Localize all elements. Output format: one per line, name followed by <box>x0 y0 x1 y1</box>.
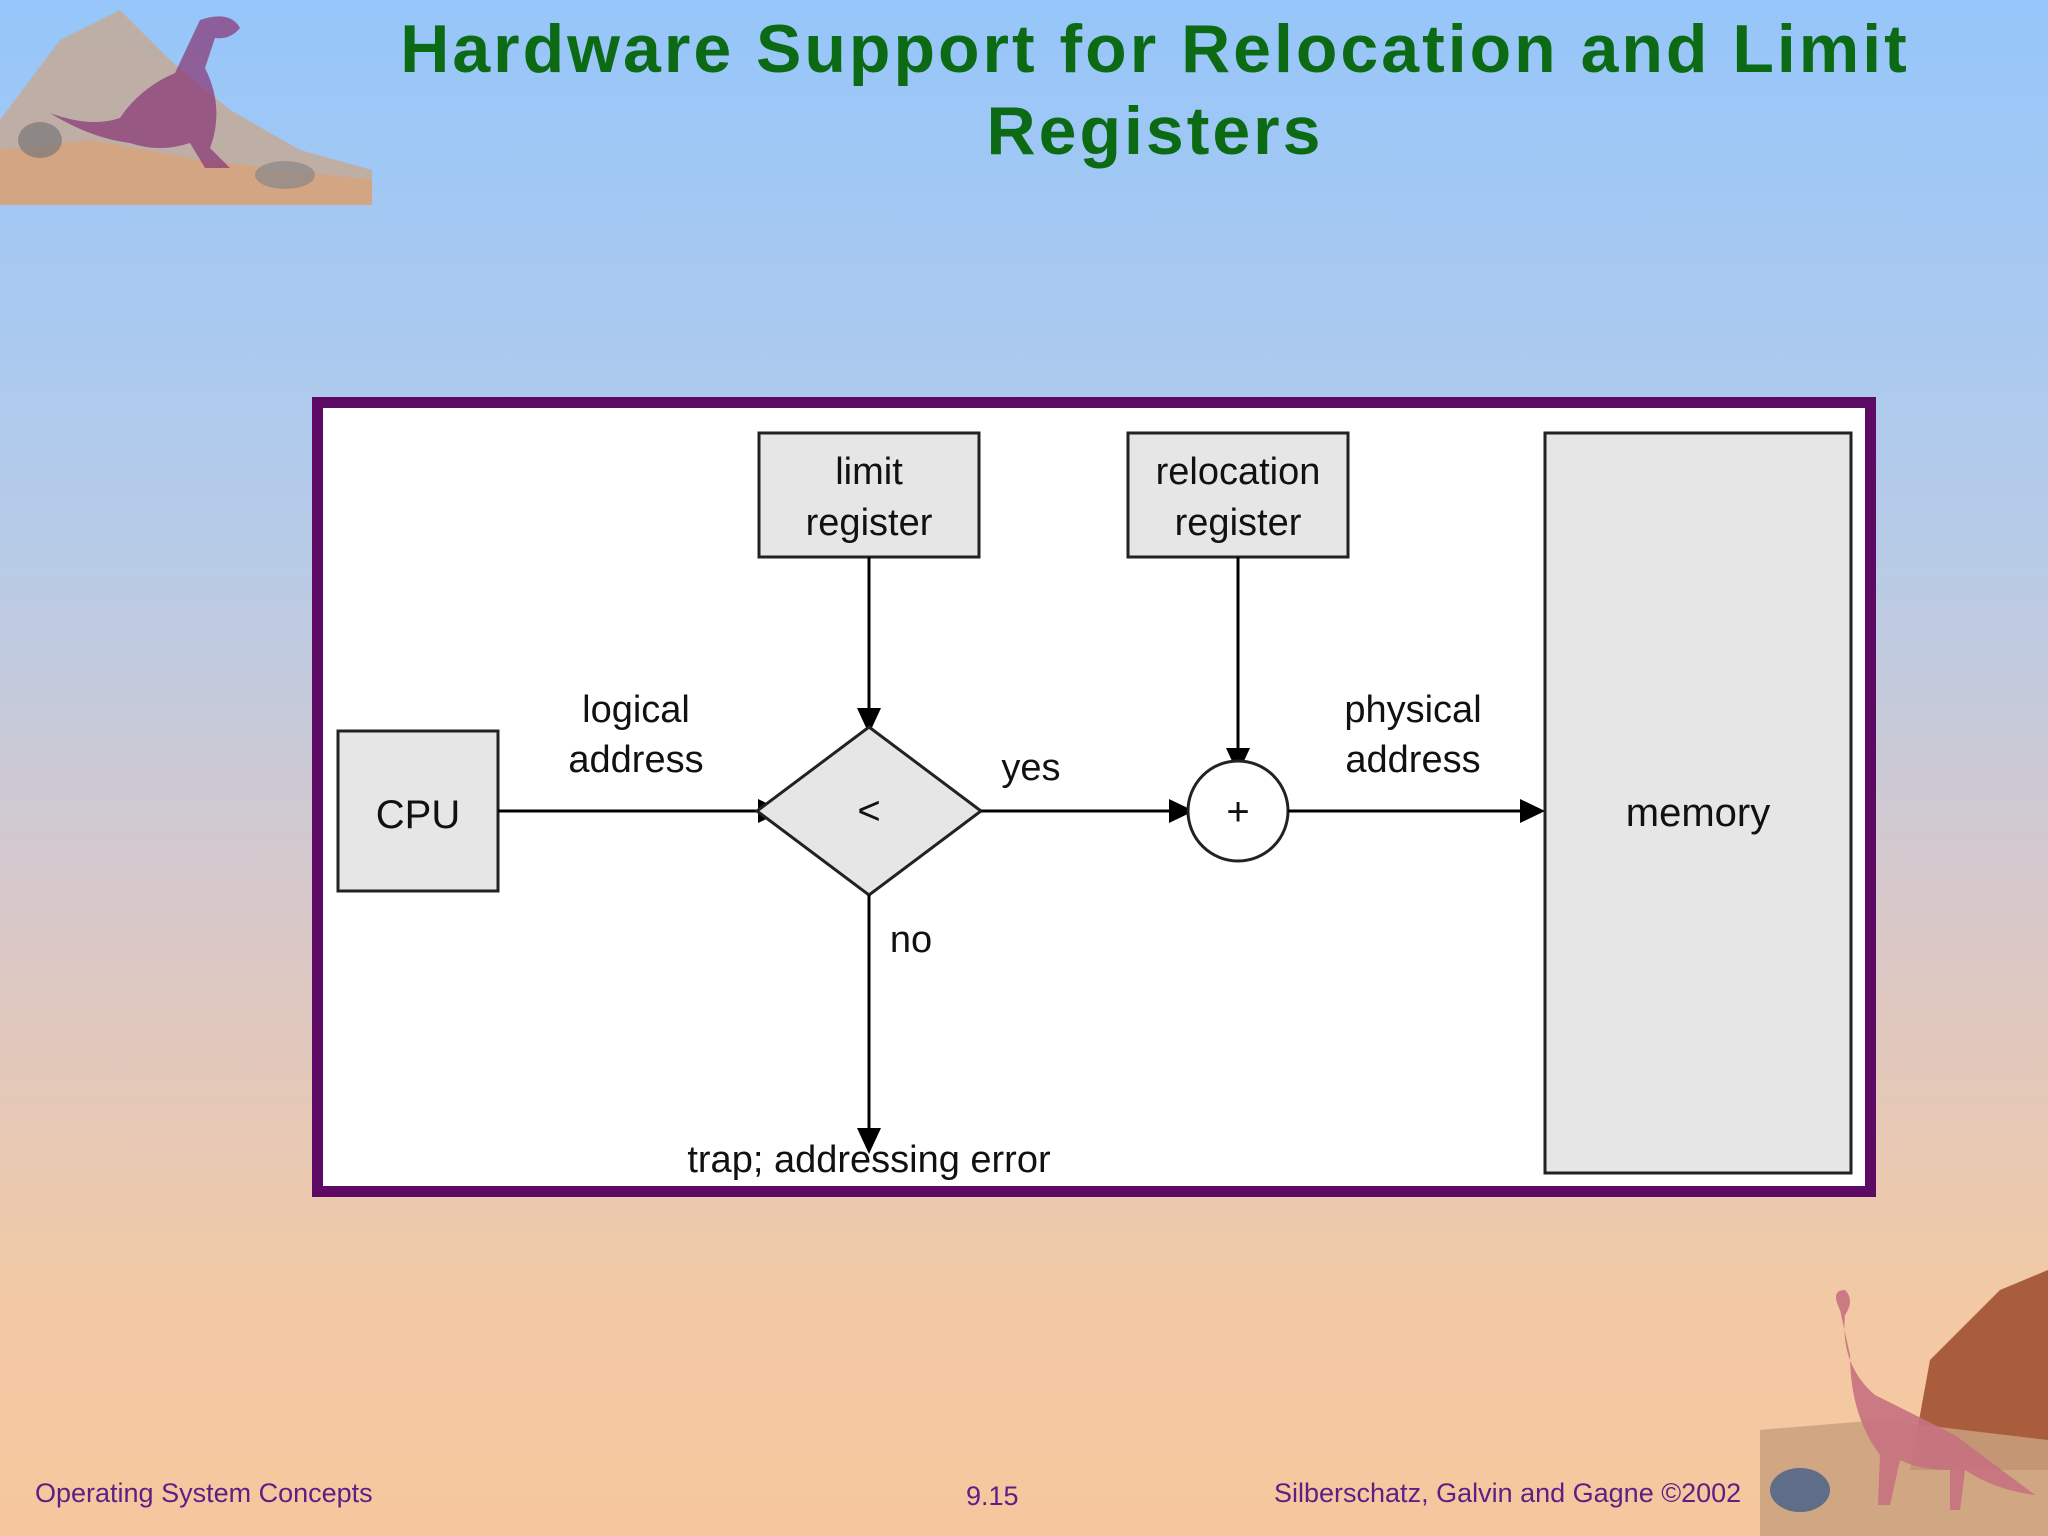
physical-address-label-line2: address <box>1345 739 1480 781</box>
relocation-register-box <box>1126 431 1350 559</box>
limit-register-box <box>757 431 981 559</box>
dinosaur-illustration-top <box>0 10 372 205</box>
logical-address-label-line2: address <box>568 739 703 781</box>
comparator-symbol: < <box>857 789 880 833</box>
cpu-box <box>336 729 500 893</box>
limit-register-label-line1: limit <box>835 451 903 493</box>
footer-copyright: Silberschatz, Galvin and Gagne ©2002 <box>1274 1478 1742 1508</box>
memory-box <box>1543 431 1853 1175</box>
physical-address-label-line1: physical <box>1344 689 1481 731</box>
slide-title: Hardware Support for Relocation and Limi… <box>400 11 1910 169</box>
footer-course-title: Operating System Concepts <box>35 1478 373 1508</box>
relocation-register-label-line1: relocation <box>1156 451 1321 493</box>
arrowhead-no <box>857 1128 881 1154</box>
relocation-limit-diagram: CPU logical address limit register < yes… <box>336 431 1853 1181</box>
arrowhead-memory <box>1520 799 1545 823</box>
cpu-label: CPU <box>376 793 460 837</box>
trap-label: trap; addressing error <box>687 1139 1051 1181</box>
adder-symbol: + <box>1226 790 1249 834</box>
arrowhead-limit <box>857 708 881 734</box>
yes-label: yes <box>1001 747 1060 789</box>
relocation-register-label-line2: register <box>1175 502 1302 544</box>
dinosaur-illustration-bottom <box>1760 1270 2048 1536</box>
no-label: no <box>890 919 932 961</box>
memory-label: memory <box>1626 791 1770 835</box>
arrowhead-yes <box>1169 799 1194 823</box>
diagram-frame: CPU logical address limit register < yes… <box>312 397 1876 1197</box>
limit-register-label-line2: register <box>806 502 933 544</box>
footer-page-number: 9.15 <box>966 1481 1019 1511</box>
logical-address-label-line1: logical <box>582 689 690 731</box>
